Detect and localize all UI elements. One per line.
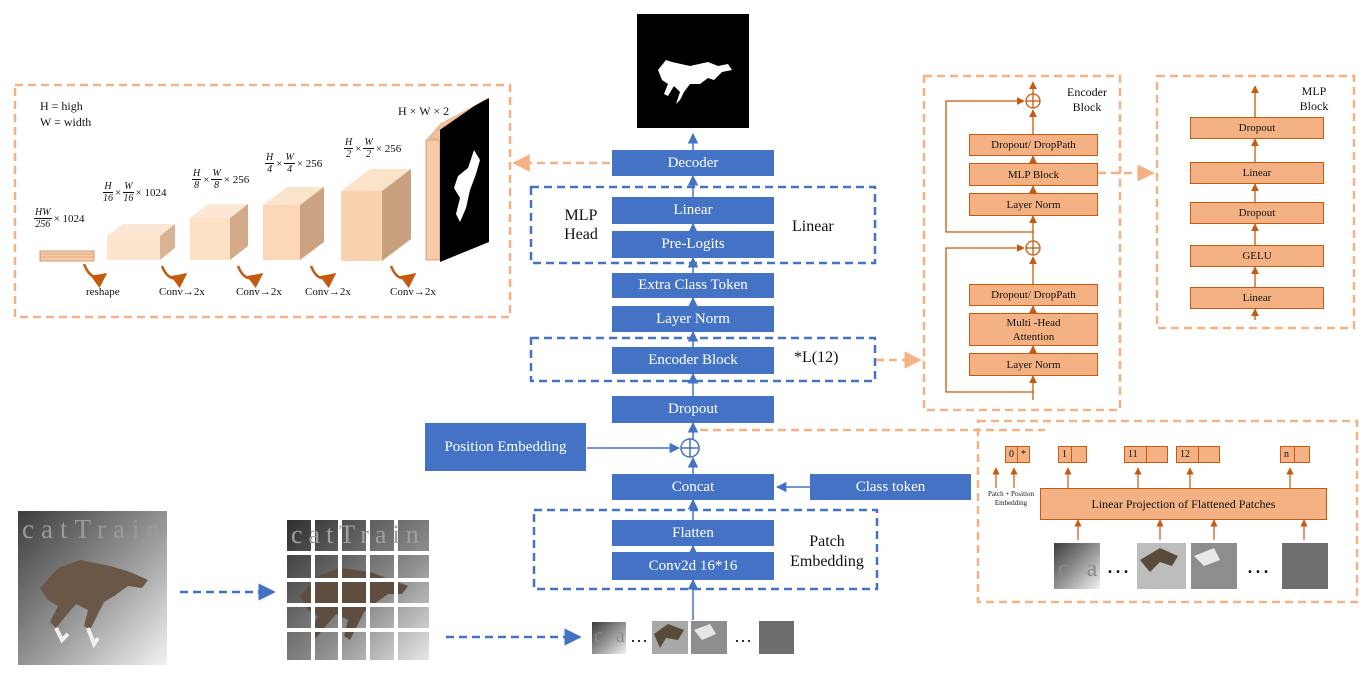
- enc-mlp-block: MLP Block: [969, 163, 1098, 186]
- conv1-curved-arrow: [160, 265, 188, 289]
- dropout-block: Dropout: [612, 396, 774, 423]
- mlp-linear-top: Linear: [1190, 162, 1324, 184]
- strip-patch-2-cat: [654, 624, 684, 648]
- op-label-conv-2: Conv→2x: [236, 286, 282, 298]
- token-n: n: [1280, 446, 1310, 463]
- grid-image-caption-clip: catTrain: [287, 520, 429, 553]
- mlp-linear-bottom: Linear: [1190, 287, 1324, 309]
- extra-class-token-block: Extra Class Token: [612, 273, 774, 298]
- encoder-repeat-label: *L(12): [794, 349, 839, 366]
- decoder-cube-3: [263, 187, 324, 260]
- enc-dropout-droppath-bottom: Dropout/ DropPath: [969, 284, 1098, 306]
- decoder-cube-1: [107, 224, 175, 260]
- enc-layer-norm-bottom: Layer Norm: [969, 353, 1098, 376]
- op-label-conv-3: Conv→2x: [305, 286, 351, 298]
- op-label-reshape: reshape: [86, 286, 120, 298]
- encoder-repeat-dashed-frame: [529, 336, 877, 383]
- mlp-head-dashed-frame: [529, 185, 877, 265]
- class-token-block: Class token: [810, 474, 971, 500]
- input-image-cat-legs: [54, 627, 100, 649]
- conv3-curved-arrow: [309, 265, 337, 289]
- strip-patch-1-letters: c a: [594, 625, 629, 647]
- input-image-cat: [40, 560, 148, 630]
- decoder-output-mask-slab: [425, 98, 489, 262]
- conv4-curved-arrow: [389, 265, 417, 289]
- decoder-cube-2: [190, 204, 248, 260]
- patch-thumb-2-cat: [1140, 548, 1178, 572]
- mlp-gelu: GELU: [1190, 245, 1324, 267]
- layer-norm-block: Layer Norm: [612, 306, 774, 332]
- token-12: 12: [1176, 446, 1220, 463]
- position-embedding-block: Position Embedding: [425, 423, 586, 471]
- strip-ellipsis-1: …: [630, 626, 648, 646]
- mlp-dropout-top: Dropout: [1190, 117, 1324, 139]
- encoder-block: Encoder Block: [612, 347, 774, 374]
- strip-ellipsis-2: …: [734, 626, 752, 646]
- op-label-conv-4: Conv→2x: [390, 286, 436, 298]
- patch-embedding-panel-frame: [976, 419, 1359, 604]
- patch-ellipsis-2: …: [1246, 553, 1270, 579]
- patch-thumb-1: [1054, 543, 1100, 589]
- token-star: *: [1017, 447, 1029, 462]
- decoder-block: Decoder: [612, 150, 774, 176]
- mlp-head-label: MLP Head: [564, 207, 598, 243]
- shape-label-output: H × W × 2: [398, 104, 450, 118]
- patch-embedding-label: Patch Embedding: [790, 533, 864, 570]
- op-label-conv-1: Conv→2x: [159, 286, 205, 298]
- enc-dropout-droppath-top: Dropout/ DropPath: [969, 134, 1098, 156]
- reshape-curved-arrow: [82, 263, 108, 288]
- decoder-feature-flat: [39, 250, 95, 262]
- decoder-mask-cat: [454, 150, 480, 222]
- token-11: 11: [1124, 446, 1168, 463]
- legend-height: H = high: [40, 99, 83, 113]
- conv2d-block: Conv2d 16*16: [612, 552, 774, 580]
- encoder-skip-bottom: [945, 244, 1033, 393]
- legend-width: W = width: [40, 115, 92, 129]
- flatten-block: Flatten: [612, 520, 774, 546]
- decoder-panel-frame: [13, 83, 512, 319]
- strip-patch-n: [759, 621, 794, 654]
- grid-image-caption: catTrain: [291, 520, 425, 549]
- linear-projection-block: Linear Projection of Flattened Patches: [1040, 488, 1327, 520]
- cat-silhouette-white: [658, 60, 732, 104]
- patch-embedding-dashed-frame: [532, 508, 879, 591]
- patch-position-embedding-label: Patch + Position Embedding: [988, 490, 1034, 507]
- token-1: 1: [1058, 446, 1087, 463]
- linear-block: Linear: [612, 197, 774, 224]
- conv2-curved-arrow: [236, 265, 264, 289]
- mlp-dropout-mid: Dropout: [1190, 202, 1324, 224]
- decoder-cube-4: [341, 169, 411, 261]
- strip-patch-3-paw: [694, 624, 716, 640]
- strip-patch-1: [592, 622, 626, 654]
- token-0: 0 *: [1005, 446, 1030, 463]
- encoder-block-panel-frame: [922, 74, 1122, 412]
- input-image-caption: catTrain: [22, 514, 167, 544]
- concat-block: Concat: [612, 474, 774, 500]
- pre-logits-block: Pre-Logits: [612, 231, 774, 258]
- grid-lines: [287, 520, 429, 660]
- patch-thumb-3-paw: [1194, 548, 1220, 566]
- patch-ellipsis-1: …: [1106, 553, 1130, 579]
- encoder-skip-top: [945, 97, 1033, 233]
- patch-thumb-1-letters: c a: [1058, 556, 1104, 582]
- patch-thumb-n: [1282, 543, 1328, 589]
- enc-multi-head-attention: Multi -Head Attention: [969, 313, 1098, 346]
- linear-side-label: Linear: [792, 218, 834, 235]
- enc-layer-norm-top: Layer Norm: [969, 193, 1098, 216]
- encoder-panel-title: Encoder Block: [1067, 85, 1107, 114]
- mlp-panel-title: MLP Block: [1299, 84, 1329, 113]
- mlp-block-panel-frame: [1155, 74, 1356, 330]
